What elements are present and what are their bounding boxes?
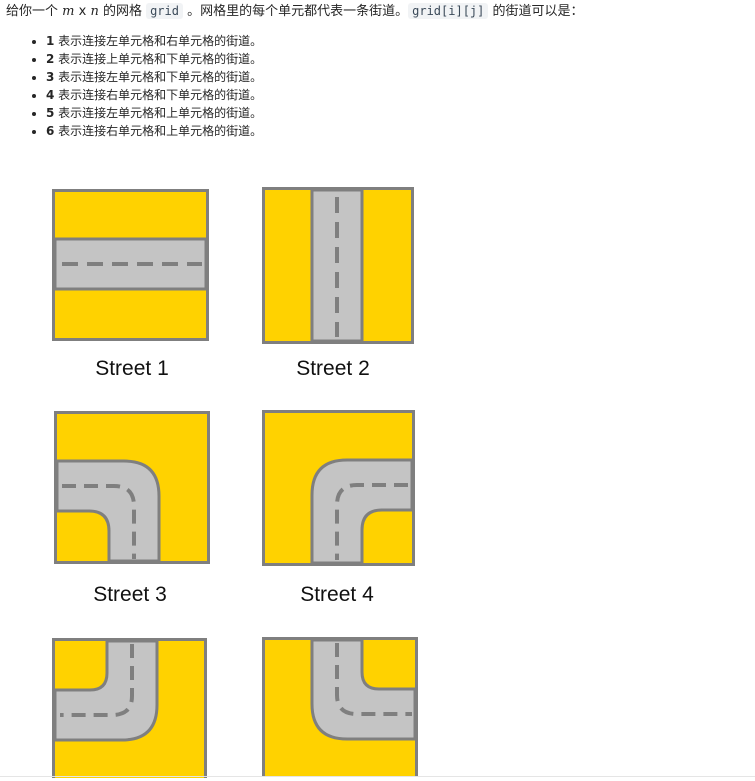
- street-3-caption: Street 3: [93, 583, 167, 606]
- intro-times: x: [74, 4, 91, 19]
- rule-text: 表示连接上单元格和下单元格的街道。: [54, 52, 263, 66]
- intro-text-4: 的街道可以是：: [488, 4, 584, 19]
- code-grid: grid: [146, 3, 183, 19]
- street-1-caption: Street 1: [95, 357, 169, 380]
- street-1-tile: [52, 189, 209, 341]
- rule-item: 6 表示连接右单元格和上单元格的街道。: [46, 122, 262, 140]
- rule-number: 4: [46, 88, 55, 102]
- rule-text: 表示连接左单元格和上单元格的街道。: [54, 106, 263, 120]
- rule-text: 表示连接右单元格和下单元格的街道。: [54, 88, 263, 102]
- street-6-tile: [262, 637, 418, 777]
- var-n: n: [90, 4, 99, 19]
- street-2-caption: Street 2: [296, 357, 370, 380]
- intro-text-3: 。网格里的每个单元都代表一条街道。: [182, 4, 409, 19]
- rule-item: 3 表示连接左单元格和下单元格的街道。: [46, 68, 262, 86]
- rule-item: 1 表示连接左单元格和右单元格的街道。: [46, 32, 262, 50]
- rule-item: 2 表示连接上单元格和下单元格的街道。: [46, 50, 262, 68]
- problem-intro: 给你一个 m x n 的网格 grid 。网格里的每个单元都代表一条街道。gri…: [6, 2, 584, 21]
- divider: [0, 776, 755, 777]
- street-5-tile: [52, 638, 207, 778]
- street-2-tile: [262, 187, 414, 344]
- street-rules-list: 1 表示连接左单元格和右单元格的街道。 2 表示连接上单元格和下单元格的街道。 …: [28, 32, 262, 140]
- street-4-tile: [262, 410, 415, 566]
- rule-number: 5: [46, 106, 55, 120]
- rule-text: 表示连接左单元格和右单元格的街道。: [54, 34, 263, 48]
- code-grid-cell: grid[i][j]: [408, 3, 489, 19]
- rule-number: 2: [46, 52, 55, 66]
- rule-text: 表示连接左单元格和下单元格的街道。: [54, 70, 263, 84]
- street-4-caption: Street 4: [300, 583, 374, 606]
- rule-text: 表示连接右单元格和上单元格的街道。: [54, 124, 263, 138]
- rule-item: 5 表示连接左单元格和上单元格的街道。: [46, 104, 262, 122]
- intro-text-1: 给你一个: [6, 4, 63, 19]
- intro-text-2: 的网格: [98, 4, 147, 19]
- rule-item: 4 表示连接右单元格和下单元格的街道。: [46, 86, 262, 104]
- street-3-tile: [54, 411, 210, 564]
- rule-number: 1: [46, 34, 55, 48]
- rule-number: 6: [46, 124, 55, 138]
- rule-number: 3: [46, 70, 55, 84]
- var-m: m: [62, 4, 75, 19]
